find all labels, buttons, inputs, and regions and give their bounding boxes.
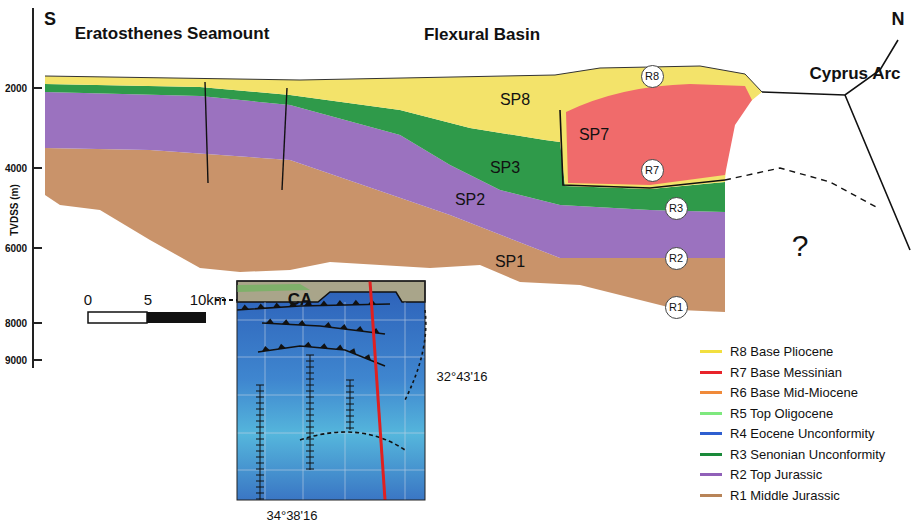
inset-map [215, 281, 426, 500]
scale-number: 0 [84, 292, 92, 309]
horizon-name: R3 [669, 203, 683, 214]
horizon-name: R7 [645, 165, 659, 176]
horizon-marker: R2 [665, 247, 688, 270]
legend-text: R8 Base Pliocene [730, 344, 833, 359]
map-label: CA [288, 291, 313, 310]
depth-tick: 4000 [5, 163, 27, 174]
direction-label: N [892, 10, 905, 30]
legend-entry: R8 Base Pliocene [700, 344, 833, 359]
legend-swatch [700, 371, 722, 374]
direction-label: S [44, 10, 56, 30]
horizon-name: R1 [669, 302, 683, 313]
legend-text: R4 Eocene Unconformity [730, 426, 875, 441]
legend-entry: R2 Top Jurassic [700, 467, 822, 482]
legend-entry: R5 Top Oligocene [700, 406, 833, 421]
region-title: Eratosthenes Seamount [75, 25, 270, 44]
coordinate-label: 34°38'16 [266, 509, 317, 523]
horizon-name: R2 [669, 253, 683, 264]
legend-swatch [700, 391, 722, 394]
legend-text: R7 Base Messinian [730, 365, 842, 380]
legend-entry: R7 Base Messinian [700, 365, 842, 380]
question-mark: ? [792, 229, 809, 262]
legend-text: R2 Top Jurassic [730, 467, 822, 482]
legend-swatch [700, 473, 722, 476]
unit-label: SP3 [490, 159, 520, 177]
scale-number: 5 [144, 292, 152, 309]
horizon-marker: R3 [665, 197, 688, 220]
legend-entry: R6 Base Mid-Miocene [700, 385, 858, 400]
depth-tick: 9000 [5, 355, 27, 366]
horizon-marker: R7 [641, 159, 664, 182]
horizon-name: R8 [645, 71, 659, 82]
region-title: Cyprus Arc [809, 65, 900, 84]
legend-swatch [700, 453, 722, 456]
unit-label: SP1 [495, 253, 525, 271]
scale-number: 10km [190, 292, 227, 309]
legend-swatch [700, 432, 722, 435]
legend-entry: R1 Middle Jurassic [700, 488, 840, 503]
horizon-marker: R8 [641, 65, 664, 88]
unit-label: SP8 [500, 91, 530, 109]
axis-title: TVDSS (m) [9, 184, 20, 236]
unit-label: SP2 [455, 191, 485, 209]
coordinate-label: 32°43'16 [436, 370, 487, 384]
depth-tick: 8000 [5, 318, 27, 329]
horizon-marker: R1 [665, 296, 688, 319]
legend-swatch [700, 494, 722, 497]
legend-text: R1 Middle Jurassic [730, 488, 840, 503]
legend-text: R5 Top Oligocene [730, 406, 833, 421]
legend-swatch [700, 412, 722, 415]
legend-entry: R4 Eocene Unconformity [700, 426, 875, 441]
depth-tick: 2000 [5, 83, 27, 94]
unit-label: SP7 [579, 126, 609, 144]
legend-text: R6 Base Mid-Miocene [730, 385, 858, 400]
region-title: Flexural Basin [424, 26, 540, 45]
depth-tick: 6000 [5, 243, 27, 254]
legend-swatch [700, 350, 722, 353]
legend-text: R3 Senonian Unconformity [730, 447, 885, 462]
legend-entry: R3 Senonian Unconformity [700, 447, 885, 462]
